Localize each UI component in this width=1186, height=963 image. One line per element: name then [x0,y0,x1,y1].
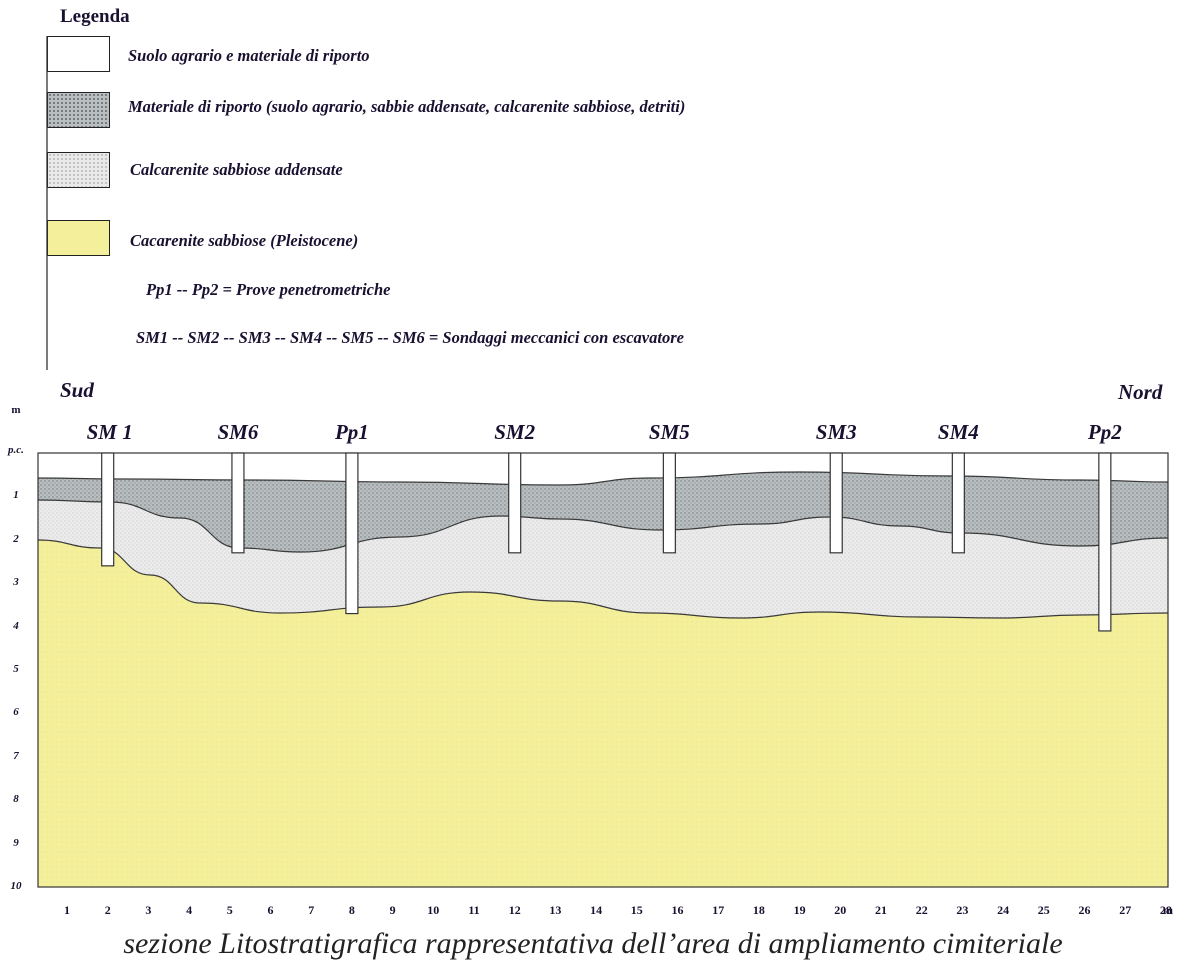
section-frame [37,452,1169,888]
probe-label-sm3: SM3 [815,420,857,444]
distance-tick-label: 28 [1159,903,1172,917]
distance-tick-label: 11 [468,903,480,917]
legend-label-pleistocene: Cacarenite sabbiose (Pleistocene) [130,231,359,250]
probe-label-sm4: SM4 [937,420,979,444]
depth-tick-label: 5 [13,663,19,675]
layer-boundary-line [37,471,1169,486]
layer-boundary-line [37,539,1169,619]
distance-tick-label: 25 [1037,903,1050,917]
probe-label-sm5: SM5 [648,420,690,444]
probe-column [1098,452,1112,632]
note-prove-penetrometriche: Pp1 -- Pp2 = Prove penetrometriche [146,280,391,299]
distance-tick-label: 2 [104,903,111,917]
probe-column [951,452,965,554]
distance-unit-label: m [1163,903,1173,917]
distance-tick-label: 5 [226,903,233,917]
legend-swatch-calcarenite-addensate [47,152,110,188]
depth-tick-label: 2 [13,532,19,545]
distance-tick-label: 9 [389,903,396,917]
layer-suolo-agrario [38,453,1168,485]
probe-label-pp1: Pp1 [334,420,369,444]
depth-tick-label: p.c. [8,444,24,456]
layer-calcarenite-addensate [38,500,1168,618]
legend-label-suolo-agrario: Suolo agrario e materiale di riporto [128,46,370,65]
legend-label-materiale-riporto: Materiale di riporto (suolo agrario, sab… [128,97,686,116]
distance-tick-label: 21 [875,903,887,917]
legend-title: Legenda [60,6,130,27]
distance-tick-label: 27 [1119,903,1132,917]
distance-tick-label: 20 [834,903,847,917]
distance-tick-label: 18 [752,903,765,917]
legend-swatch-materiale-riporto [47,92,110,128]
depth-tick-label: 8 [13,793,19,806]
distance-tick-label: 1 [64,903,70,917]
direction-south: Sud [60,378,94,402]
distance-tick-label: 22 [915,903,928,917]
distance-tick-label: 23 [956,903,969,917]
distance-tick-label: 7 [308,903,315,917]
distance-tick-label: 17 [712,903,725,917]
depth-tick-label: 9 [13,836,19,849]
layer-materiale-riporto [38,472,1168,552]
depth-tick-label: 3 [13,576,19,589]
probe-column [101,452,115,567]
distance-tick-label: 6 [267,903,274,917]
probe-label-pp2: Pp2 [1087,420,1122,444]
depth-tick-label: 6 [13,706,19,719]
distance-tick-label: 24 [997,903,1010,917]
depth-tick-label: 4 [13,619,19,632]
probe-label-sm2: SM2 [494,420,536,444]
probe-label-sm6: SM6 [217,420,259,444]
distance-tick-label: 12 [508,903,521,917]
distance-tick-label: 15 [630,903,643,917]
distance-tick-label: 8 [348,903,355,917]
probe-column [662,452,676,554]
layer-pleistocene [38,540,1168,887]
distance-tick-label: 4 [186,903,193,917]
legend-swatch-pleistocene [47,220,110,256]
legend-swatch-suolo-agrario [47,36,110,72]
distance-tick-label: 10 [427,903,440,917]
depth-tick-label: 7 [13,749,19,762]
direction-north: Nord [1118,380,1163,404]
depth-unit-label: m [11,404,21,416]
distance-tick-label: 13 [549,903,562,917]
probe-label-sm1: SM 1 [86,420,133,444]
probe-column [345,452,359,615]
distance-tick-label: 19 [793,903,806,917]
legend-label-calcarenite-addensate: Calcarenite sabbiose addensate [130,160,343,179]
note-sondaggi-meccanici: SM1 -- SM2 -- SM3 -- SM4 -- SM5 -- SM6 =… [136,328,684,347]
figure-caption: sezione Litostratigrafica rappresentativ… [123,927,1063,960]
distance-tick-label: 26 [1078,903,1091,917]
distance-tick-label: 16 [671,903,684,917]
probe-column [508,452,522,554]
depth-tick-label: 1 [13,489,19,502]
distance-tick-label: 14 [590,903,603,917]
probe-column [829,452,843,554]
depth-tick-label: 10 [10,880,22,892]
probe-column [231,452,245,554]
distance-tick-label: 3 [145,903,152,917]
